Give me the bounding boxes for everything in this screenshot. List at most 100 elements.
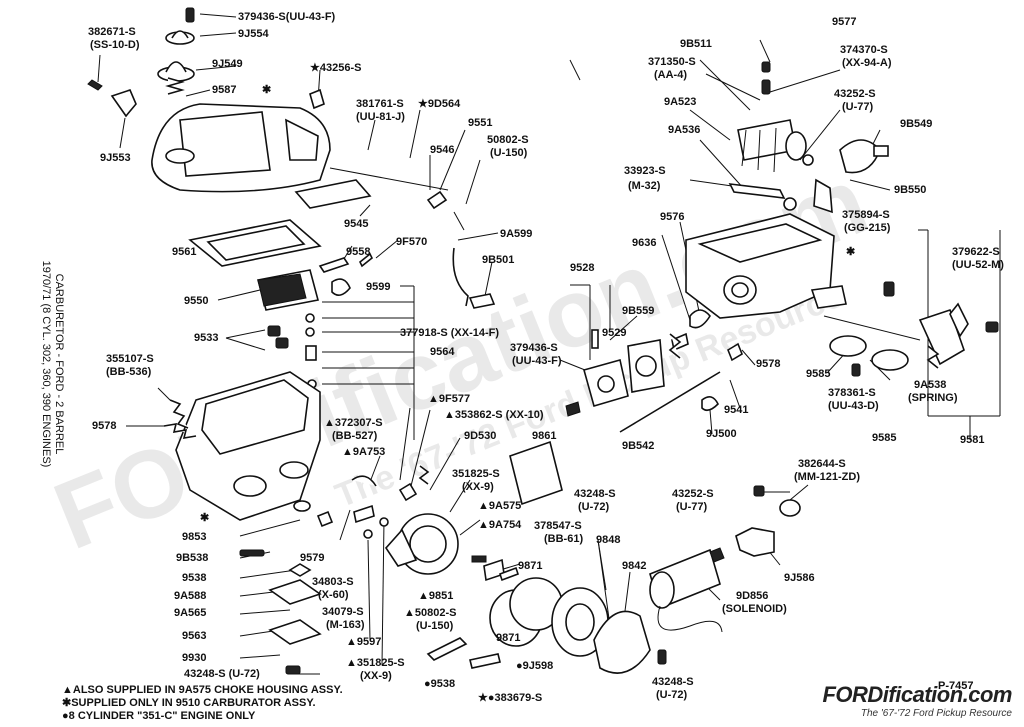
label-star-2: ✱ bbox=[200, 512, 210, 524]
label-43248-bot-spec: (U-72) bbox=[656, 689, 688, 701]
label-351825-top-spec: (XX-9) bbox=[462, 481, 494, 493]
label-379436-mid-spec: (UU-43-F) bbox=[512, 355, 562, 367]
label-9585-b: 9585 bbox=[872, 432, 897, 444]
label-371350-spec: (AA-4) bbox=[654, 69, 687, 81]
footnote-1: ▲ALSO SUPPLIED IN 9A575 CHOKE HOUSING AS… bbox=[62, 684, 343, 696]
label-9545: 9545 bbox=[344, 218, 369, 230]
throttle-body bbox=[565, 213, 999, 633]
label-353862: ▲353862-S (XX-10) bbox=[444, 409, 544, 421]
label-372307: ▲372307-S bbox=[324, 417, 383, 429]
label-9550: 9550 bbox=[184, 295, 209, 307]
main-body bbox=[163, 371, 321, 521]
label-9861: 9861 bbox=[532, 430, 557, 442]
label-382644-spec: (MM-121-ZD) bbox=[794, 471, 860, 483]
label-9B559: 9B559 bbox=[622, 305, 655, 317]
label-375894-spec: (GG-215) bbox=[844, 222, 891, 234]
upper-right-linkage bbox=[728, 61, 889, 214]
label-381761-spec: (UU-81-J) bbox=[356, 111, 405, 123]
label-9585-a: 9585 bbox=[806, 368, 831, 380]
label-50802-top-spec: (U-150) bbox=[490, 147, 528, 159]
label-34803: 34803-S bbox=[312, 576, 354, 588]
label-43252-bot-spec: (U-77) bbox=[676, 501, 708, 513]
label-33923-spec: (M-32) bbox=[628, 180, 661, 192]
label-374370-spec: (XX-94-A) bbox=[842, 57, 892, 69]
label-43248-bot: 43248-S bbox=[652, 676, 694, 688]
label-9J598: ●9J598 bbox=[516, 660, 554, 672]
label-375894: 375894-S bbox=[842, 209, 890, 221]
label-9551: 9551 bbox=[468, 117, 493, 129]
label-43248-left: 43248-S (U-72) bbox=[184, 668, 260, 680]
label-9A565: 9A565 bbox=[174, 607, 207, 619]
label-382671-spec: (SS-10-D) bbox=[90, 39, 140, 51]
label-355107: 355107-S bbox=[106, 353, 154, 365]
label-9D856: 9D856 bbox=[736, 590, 769, 602]
label-351825-top: 351825-S bbox=[452, 468, 500, 480]
footnote-3: ●8 CYLINDER "351-C" ENGINE ONLY bbox=[62, 710, 256, 722]
label-9F577: ▲9F577 bbox=[428, 393, 471, 405]
label-9538-bot: ●9538 bbox=[424, 678, 456, 690]
label-9A538: 9A538 bbox=[914, 379, 947, 391]
label-379436-mid: 379436-S bbox=[510, 342, 558, 354]
label-9871-b: 9871 bbox=[496, 632, 521, 644]
label-34079: 34079-S bbox=[322, 606, 364, 618]
label-9F570: 9F570 bbox=[396, 236, 428, 248]
label-9D564: ★9D564 bbox=[418, 98, 461, 110]
gasket-and-fuel-bowl bbox=[188, 167, 496, 389]
label-43252-top-spec: (U-77) bbox=[842, 101, 874, 113]
label-9D856-spec: (SOLENOID) bbox=[722, 603, 787, 615]
label-351825-bot: ▲351825-S bbox=[346, 657, 405, 669]
label-9B511: 9B511 bbox=[680, 38, 712, 50]
label-378361-spec: (UU-43-D) bbox=[828, 400, 879, 412]
label-9J549: 9J549 bbox=[212, 58, 243, 70]
label-9851: ▲9851 bbox=[418, 590, 454, 602]
label-9A523: 9A523 bbox=[664, 96, 697, 108]
label-50802-mid-spec: (U-150) bbox=[416, 620, 454, 632]
label-355107-spec: (BB-536) bbox=[106, 366, 152, 378]
label-379622-spec: (UU-52-M) bbox=[952, 259, 1004, 271]
figure-number: P-7457 bbox=[938, 680, 974, 692]
label-9B549: 9B549 bbox=[900, 118, 933, 130]
label-9577: 9577 bbox=[832, 16, 857, 28]
label-9561: 9561 bbox=[172, 246, 197, 258]
label-9848: 9848 bbox=[596, 534, 621, 546]
label-star-3: ✱ bbox=[846, 246, 856, 258]
label-9564: 9564 bbox=[430, 346, 455, 358]
label-34079-spec: (M-163) bbox=[326, 619, 365, 631]
label-9B542: 9B542 bbox=[622, 440, 655, 452]
label-9B538: 9B538 bbox=[176, 552, 209, 564]
label-43252-bot: 43252-S bbox=[672, 488, 714, 500]
label-43256: ★43256-S bbox=[310, 62, 362, 74]
label-9576: 9576 bbox=[660, 211, 685, 223]
diagram-title-line-1: CARBURETOR - FORD - 2 BARREL bbox=[53, 273, 65, 455]
label-9A575: ▲9A575 bbox=[478, 500, 522, 512]
label-9D530: 9D530 bbox=[464, 430, 497, 442]
label-9A536: 9A536 bbox=[668, 124, 701, 136]
label-9A588: 9A588 bbox=[174, 590, 207, 602]
label-382671: 382671-S bbox=[88, 26, 136, 38]
label-9930: 9930 bbox=[182, 652, 207, 664]
label-351825-bot-spec: (XX-9) bbox=[360, 670, 392, 682]
choke-housing-group bbox=[239, 440, 667, 675]
label-9587: 9587 bbox=[212, 84, 237, 96]
label-9B550: 9B550 bbox=[894, 184, 927, 196]
label-43248-mid: 43248-S bbox=[574, 488, 616, 500]
label-372307-spec: (BB-527) bbox=[332, 430, 378, 442]
label-9A538-spec: (SPRING) bbox=[908, 392, 958, 404]
site-logo-title: FORDification.com bbox=[822, 682, 1012, 707]
label-9597: ▲9597 bbox=[346, 636, 382, 648]
label-9J554: 9J554 bbox=[238, 28, 269, 40]
label-9A754: ▲9A754 bbox=[478, 519, 522, 531]
label-9A753: ▲9A753 bbox=[342, 446, 386, 458]
label-9533: 9533 bbox=[194, 332, 219, 344]
label-9B501: 9B501 bbox=[482, 254, 515, 266]
diagram-title: CARBURETOR - FORD - 2 BARREL 1970/71 (8 … bbox=[39, 234, 65, 494]
label-50802-mid: ▲50802-S bbox=[404, 607, 457, 619]
label-383679: ★●383679-S bbox=[478, 692, 543, 704]
label-43248-mid-spec: (U-72) bbox=[578, 501, 610, 513]
label-377918: 377918-S (XX-14-F) bbox=[400, 327, 500, 339]
label-378361: 378361-S bbox=[828, 387, 876, 399]
label-379622: 379622-S bbox=[952, 246, 1000, 258]
air-horn-assembly bbox=[87, 7, 331, 193]
